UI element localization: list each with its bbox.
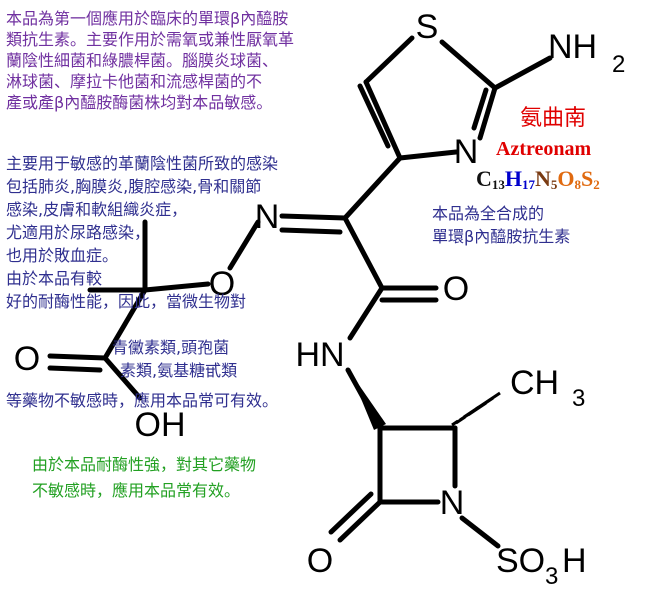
atom-sulfonate-h: H	[562, 542, 587, 580]
bond-coxime-camide	[342, 215, 385, 291]
uses-tail-line: 青黴素類,頭孢菌	[112, 338, 230, 357]
atom-amide-oxygen: O	[443, 270, 469, 308]
bond-c4-ch3-hashed	[451, 391, 501, 427]
intro-line: 本品為第一個應用於臨床的單環β內醯胺	[6, 9, 289, 28]
uses-line: 尤適用於尿路感染，	[6, 223, 151, 242]
atom-acid-oxygen: O	[14, 340, 40, 378]
bond-n-o	[227, 219, 261, 271]
drug-name-english: Aztreonam	[496, 138, 592, 160]
formula-count: 13	[491, 177, 505, 192]
bond-c4-c5	[363, 79, 403, 161]
atom-lactam-oxygen: O	[307, 542, 333, 580]
bond-n1-s	[459, 515, 501, 549]
atom-thiazole-nitrogen: N	[454, 133, 479, 171]
synthetic-line: 單環β內醯胺抗生素	[432, 227, 571, 246]
uses-tail-text: 青黴素類,頭孢菌 素類,氨基糖甙類	[112, 336, 237, 382]
green-note-line: 由於本品耐酶性強，對其它藥物	[32, 455, 257, 474]
bond-c2-n3	[477, 85, 498, 141]
atom-amino-nh: NH	[548, 28, 597, 66]
formula-element: C13	[476, 166, 505, 192]
atom-sulfonate-so: SO	[496, 542, 545, 580]
atom-oxime-nitrogen: N	[255, 198, 280, 236]
bond-coxime-n-double	[279, 227, 343, 235]
formula-count: 5	[550, 177, 558, 192]
intro-text: 本品為第一個應用於臨床的單環β內醯胺 類抗生素。主要作用於需氧或兼性厭氧革 蘭陰…	[6, 8, 294, 113]
formula-count: 17	[522, 177, 536, 192]
molecular-formula: C13H17N5O8S2	[476, 166, 600, 193]
uses-line: 也用於敗血症。	[6, 246, 119, 265]
synthetic-text: 本品為全合成的 單環β內醯胺抗生素	[432, 202, 570, 248]
uses-line: 由於本品有較	[6, 269, 103, 288]
bond-nh-c3-wedge	[350, 372, 386, 430]
intro-line: 蘭陰性細菌和綠膿桿菌。腦膜炎球菌、	[6, 51, 279, 70]
formula-count: 2	[593, 177, 600, 192]
bond-c4-coxime	[342, 155, 403, 221]
atom-sulfur: S	[416, 8, 439, 46]
intro-line: 產或產β內醯胺酶菌株均對本品敏感。	[6, 93, 273, 112]
bond-lines	[47, 35, 553, 549]
synthetic-line: 本品為全合成的	[432, 204, 545, 223]
formula-element: O8	[557, 166, 582, 192]
formula-element: H17	[504, 166, 536, 192]
atom-labels: S NH 2 N N O O HN O OH CH 3 N O SO 3 H	[14, 8, 626, 590]
bond-coxime-n	[279, 213, 348, 221]
atom-sulfonate-subscript: 3	[545, 563, 558, 590]
atom-lactam-nitrogen: N	[440, 484, 465, 522]
bond-cooh-oh	[102, 355, 143, 401]
uses-text: 主要用于敏感的革蘭陰性菌所致的感染 包括肺炎,胸膜炎,腹腔感染,骨和關節 感染,…	[6, 152, 278, 313]
intro-line: 類抗生素。主要作用於需氧或兼性厭氧革	[6, 30, 295, 49]
atom-acid-oh: OH	[135, 406, 186, 444]
bond-n3-c4	[397, 149, 459, 161]
bond-c2-nh2	[492, 55, 553, 91]
bond-cooh-o-double	[47, 365, 103, 373]
uses-line: 主要用于敏感的革蘭陰性菌所致的感染	[6, 154, 279, 173]
formula-element: S2	[581, 166, 600, 192]
green-note-line: 不敏感時，應用本品常有效。	[32, 481, 241, 500]
uses-line: 好的耐酶性能，因此，當微生物對	[6, 292, 247, 311]
atom-methyl-subscript: 3	[572, 385, 585, 412]
formula-element: N5	[535, 166, 558, 192]
bond-c2-o-double	[328, 491, 374, 535]
uses-line: 感染,皮膚和軟組織炎症，	[6, 200, 188, 219]
drug-name-chinese: 氨曲南	[520, 106, 587, 131]
atom-oxime-oxygen: O	[209, 265, 235, 303]
atom-amide-hn: HN	[295, 336, 344, 374]
bond-c5-s	[363, 35, 415, 85]
bond-c2-o	[337, 499, 383, 543]
bond-c4-c5-double	[357, 83, 391, 149]
bond-cq-ccooh	[102, 287, 148, 361]
green-note-text: 由於本品耐酶性強，對其它藥物 不敏感時，應用本品常有效。	[32, 452, 256, 504]
uses-tail-line: 素類,氨基糖甙類	[120, 361, 238, 380]
uses-line: 包括肺炎,胸膜炎,腹腔感染,骨和關節	[6, 177, 262, 196]
bond-s-c2	[439, 39, 498, 91]
bond-camide-nh	[347, 285, 385, 341]
formula-count: 8	[574, 177, 582, 192]
uses-end-text: 等藥物不敏感時，應用本品常可有效。	[6, 391, 279, 410]
bond-cooh-o	[47, 353, 108, 361]
bond-c2-n3-double	[471, 87, 489, 131]
atom-amino-subscript: 2	[612, 51, 625, 78]
bond-o-cq	[142, 281, 211, 293]
atom-methyl-ch: CH	[510, 364, 559, 402]
intro-line: 淋球菌、摩拉卡他菌和流感桿菌的不	[6, 72, 263, 91]
